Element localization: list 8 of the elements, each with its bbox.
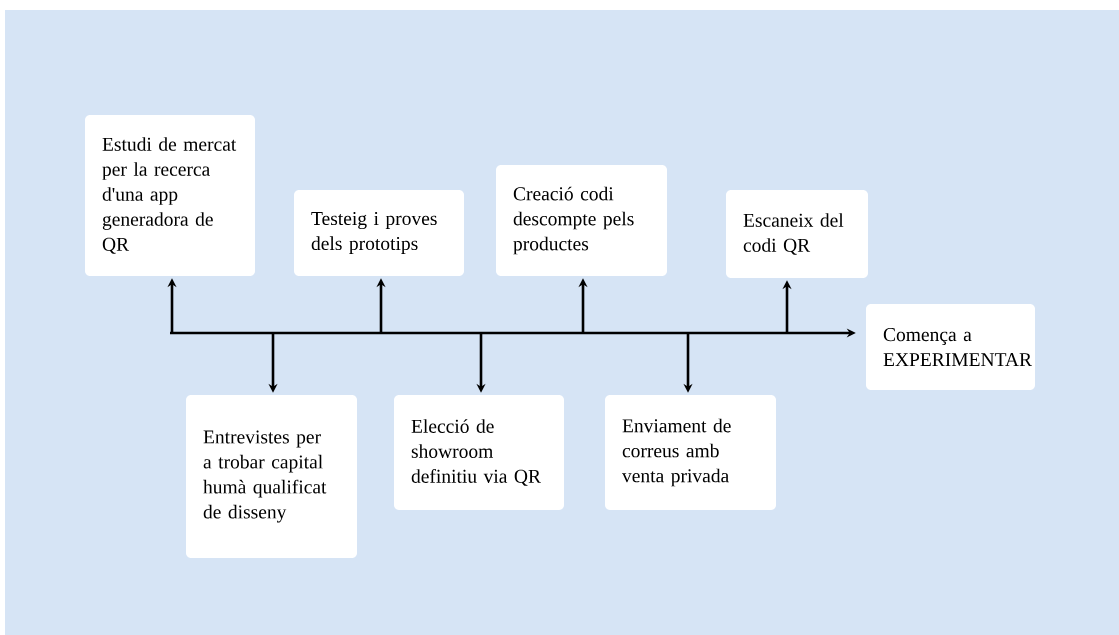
step-box: Entrevistes per a trobar capital humà qualificat de disseny: [186, 395, 357, 558]
step-box: Comença a EXPERIMENTAR: [866, 304, 1035, 390]
step-box: Escaneix del codi QR: [726, 190, 868, 278]
step-box: Elecció de showroom definitiu via QR: [394, 395, 564, 510]
step-box: Estudi de mercat per la recerca d'una app generadora de QR: [85, 115, 255, 276]
step-box: Enviament de correus amb venta privada: [605, 395, 776, 510]
step-box: Creació codi descompte pels productes: [496, 165, 667, 276]
step-box: Testeig i proves dels prototips: [294, 190, 464, 276]
